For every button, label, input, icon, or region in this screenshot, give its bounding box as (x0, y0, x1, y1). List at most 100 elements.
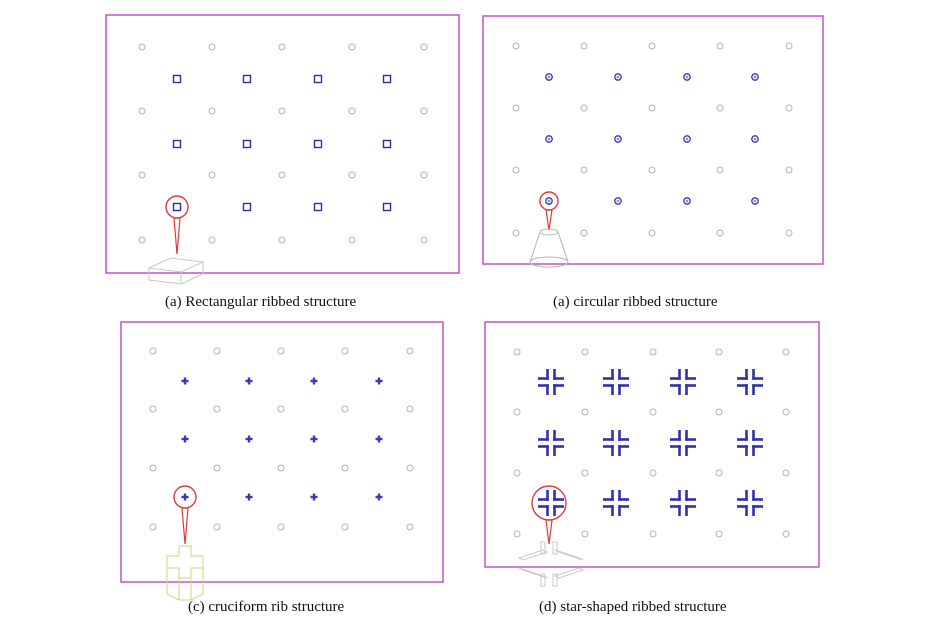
hole-marker-icon (348, 171, 356, 179)
hole-marker-icon (648, 104, 656, 112)
cross-rib-icon (375, 435, 383, 443)
hole-marker-icon (341, 523, 349, 531)
hole-marker-icon (138, 236, 146, 244)
star-rib-icon (670, 430, 696, 456)
hole-marker-icon (149, 405, 157, 413)
ring-rib-icon (751, 135, 759, 143)
hole-marker-icon (149, 464, 157, 472)
rib-grid (172, 74, 392, 212)
cross-rib-icon (181, 493, 189, 501)
hole-marker-icon (648, 42, 656, 50)
hole-marker-icon (715, 348, 723, 356)
ring-rib-icon (545, 135, 553, 143)
square-rib-icon (172, 202, 182, 212)
hole-marker-icon (348, 43, 356, 51)
star-rib-icon (538, 490, 564, 516)
star-rib-icon (670, 369, 696, 395)
hole-marker-icon (649, 408, 657, 416)
hole-marker-icon (149, 347, 157, 355)
hole-grid (138, 43, 428, 244)
star-rib-icon (603, 369, 629, 395)
rib-grid (538, 369, 763, 516)
hole-marker-icon (649, 469, 657, 477)
rib-grid (181, 377, 383, 501)
square-rib-icon (382, 74, 392, 84)
hole-marker-icon (782, 530, 790, 538)
hole-marker-icon (580, 166, 588, 174)
hole-marker-icon (277, 464, 285, 472)
hole-marker-icon (208, 236, 216, 244)
hole-marker-icon (581, 408, 589, 416)
hole-marker-icon (785, 104, 793, 112)
hole-marker-icon (208, 107, 216, 115)
hole-marker-icon (716, 166, 724, 174)
hole-marker-icon (581, 469, 589, 477)
hole-marker-icon (406, 523, 414, 531)
hole-marker-icon (420, 171, 428, 179)
hole-marker-icon (277, 347, 285, 355)
hole-marker-icon (406, 464, 414, 472)
hole-marker-icon (278, 107, 286, 115)
hole-marker-icon (278, 171, 286, 179)
square-rib-icon (242, 74, 252, 84)
ring-rib-icon (683, 135, 691, 143)
hole-marker-icon (341, 405, 349, 413)
caption-circular: (a) circular ribbed structure (553, 294, 718, 310)
hole-marker-icon (138, 107, 146, 115)
hole-marker-icon (580, 42, 588, 50)
cross-rib-icon (310, 377, 318, 385)
square-rib-icon (242, 139, 252, 149)
star-rib-icon (603, 490, 629, 516)
hole-marker-icon (213, 405, 221, 413)
caption-rectangular: (a) Rectangular ribbed structure (165, 294, 357, 310)
hole-marker-icon (785, 166, 793, 174)
hole-marker-icon (649, 530, 657, 538)
box-block-icon (147, 257, 205, 285)
hole-marker-icon (715, 530, 723, 538)
caption-cruciform: (c) cruciform rib structure (188, 599, 345, 615)
ring-rib-icon (545, 197, 553, 205)
hole-marker-icon (277, 523, 285, 531)
hole-marker-icon (138, 171, 146, 179)
rib-grid (545, 73, 759, 205)
square-rib-icon (172, 139, 182, 149)
hole-marker-icon (513, 348, 521, 356)
hole-marker-icon (149, 523, 157, 531)
hole-marker-icon (513, 408, 521, 416)
star-rib-icon (538, 369, 564, 395)
hole-marker-icon (341, 347, 349, 355)
hole-marker-icon (648, 229, 656, 237)
hole-marker-icon (420, 107, 428, 115)
hole-marker-icon (649, 348, 657, 356)
hole-marker-icon (513, 469, 521, 477)
hole-marker-icon (512, 229, 520, 237)
callout-pointer (545, 209, 553, 231)
cross-prism-icon (166, 545, 204, 601)
hole-marker-icon (278, 43, 286, 51)
hole-marker-icon (716, 104, 724, 112)
hole-grid (512, 42, 793, 237)
caption-star-shaped: (d) star-shaped ribbed structure (539, 599, 727, 615)
hole-marker-icon (785, 42, 793, 50)
star-rib-icon (737, 490, 763, 516)
cross-rib-icon (181, 435, 189, 443)
square-rib-icon (313, 202, 323, 212)
square-rib-icon (313, 139, 323, 149)
square-rib-icon (382, 202, 392, 212)
hole-marker-icon (208, 43, 216, 51)
callout-pointer (545, 519, 553, 545)
hole-marker-icon (138, 43, 146, 51)
ring-rib-icon (614, 135, 622, 143)
cross-rib-icon (245, 435, 253, 443)
hole-marker-icon (341, 464, 349, 472)
callout-pointer (173, 217, 181, 255)
hole-marker-icon (580, 104, 588, 112)
hole-grid (149, 347, 414, 531)
hole-marker-icon (648, 166, 656, 174)
truncated-cone-icon (529, 228, 569, 268)
star-rib-block-icon (517, 541, 585, 587)
